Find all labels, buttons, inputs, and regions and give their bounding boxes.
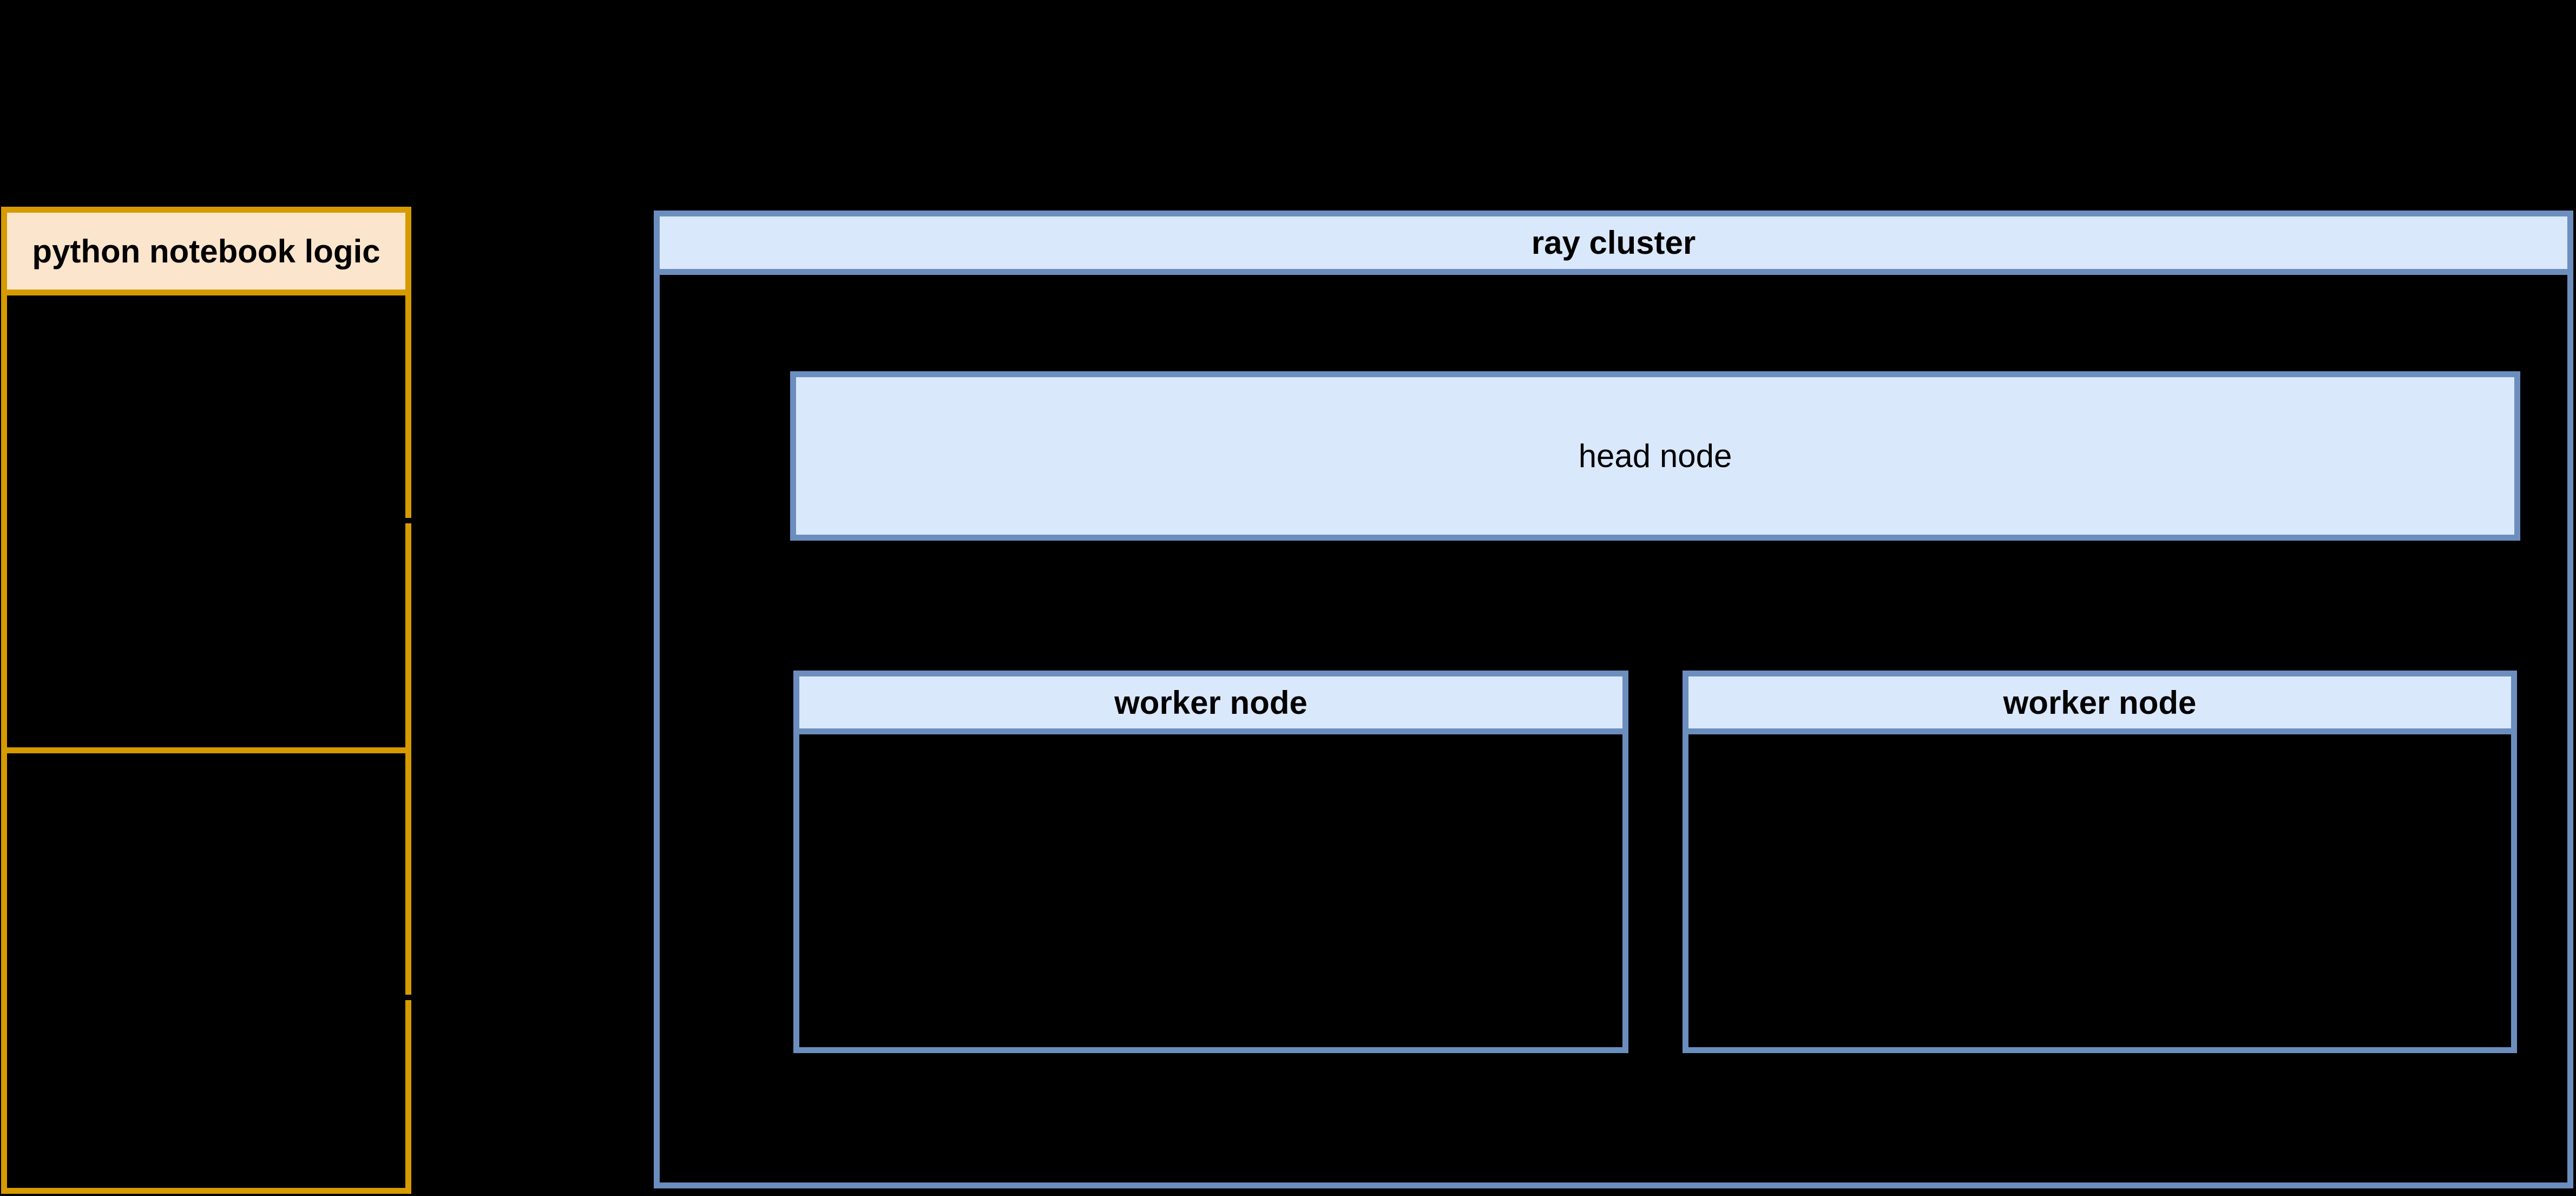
python-notebook-lower-section [7, 753, 405, 1188]
connector-upper-section-to-ray-cluster [405, 518, 636, 720]
head-node-label: head node [1578, 438, 1732, 474]
worker-node-box-1: worker node [793, 671, 1628, 1053]
ray-cluster-header: ray cluster [660, 216, 2567, 275]
head-node-box: head node [790, 371, 2520, 541]
python-notebook-upper-section [7, 295, 405, 747]
worker-node-label-2: worker node [2003, 684, 2197, 721]
ray-cluster-label: ray cluster [1531, 225, 1696, 261]
worker-node-body-1 [799, 734, 1622, 1047]
worker-node-label-1: worker node [1114, 684, 1307, 721]
worker-node-body-2 [1688, 734, 2511, 1047]
python-notebook-header: python notebook logic [7, 213, 405, 295]
worker-node-header-2: worker node [1688, 676, 2511, 734]
worker-node-header-1: worker node [799, 676, 1622, 734]
ray-cluster-box: ray cluster [654, 211, 2573, 1188]
worker-node-box-2: worker node [1683, 671, 2517, 1053]
python-notebook-box: python notebook logic [1, 207, 411, 1194]
connector-lower-section-to-ray-cluster [405, 698, 636, 1000]
python-notebook-label: python notebook logic [32, 233, 380, 270]
python-notebook-section-divider [7, 747, 405, 753]
